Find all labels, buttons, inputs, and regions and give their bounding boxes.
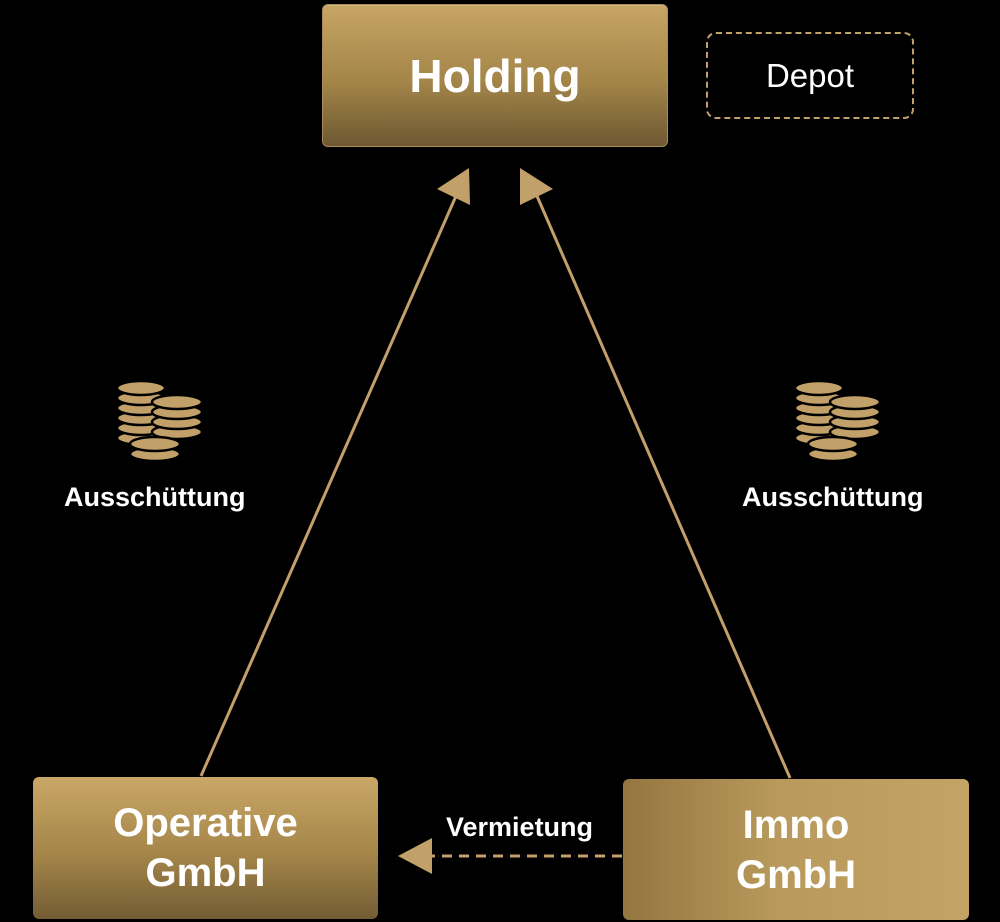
coins-icon [115, 379, 204, 463]
immo-gmbh-label: Immo GmbH [736, 802, 856, 897]
arrowhead-immo-to-operative [398, 838, 432, 874]
edge-label-ausschuettung-right: Ausschüttung [742, 482, 924, 512]
edge-immo-to-holding [535, 195, 792, 779]
operative-gmbh-label: Operative GmbH [113, 801, 298, 895]
holding-label: Holding [409, 49, 581, 102]
edge-label-ausschuettung-left: Ausschüttung [64, 482, 246, 512]
depot-node: Depot [706, 32, 914, 119]
immo-gmbh-node: Immo GmbH [623, 779, 969, 920]
depot-label: Depot [765, 56, 855, 94]
arrowhead-immo-to-holding [520, 168, 553, 205]
arrowhead-operative-to-holding [437, 168, 470, 205]
operative-gmbh-node: Operative GmbH [33, 777, 378, 919]
edge-label-vermietung: Vermietung [446, 812, 594, 842]
edge-operative-to-holding [199, 195, 458, 777]
coins-icon [793, 379, 882, 463]
holding-node: Holding [322, 4, 668, 147]
